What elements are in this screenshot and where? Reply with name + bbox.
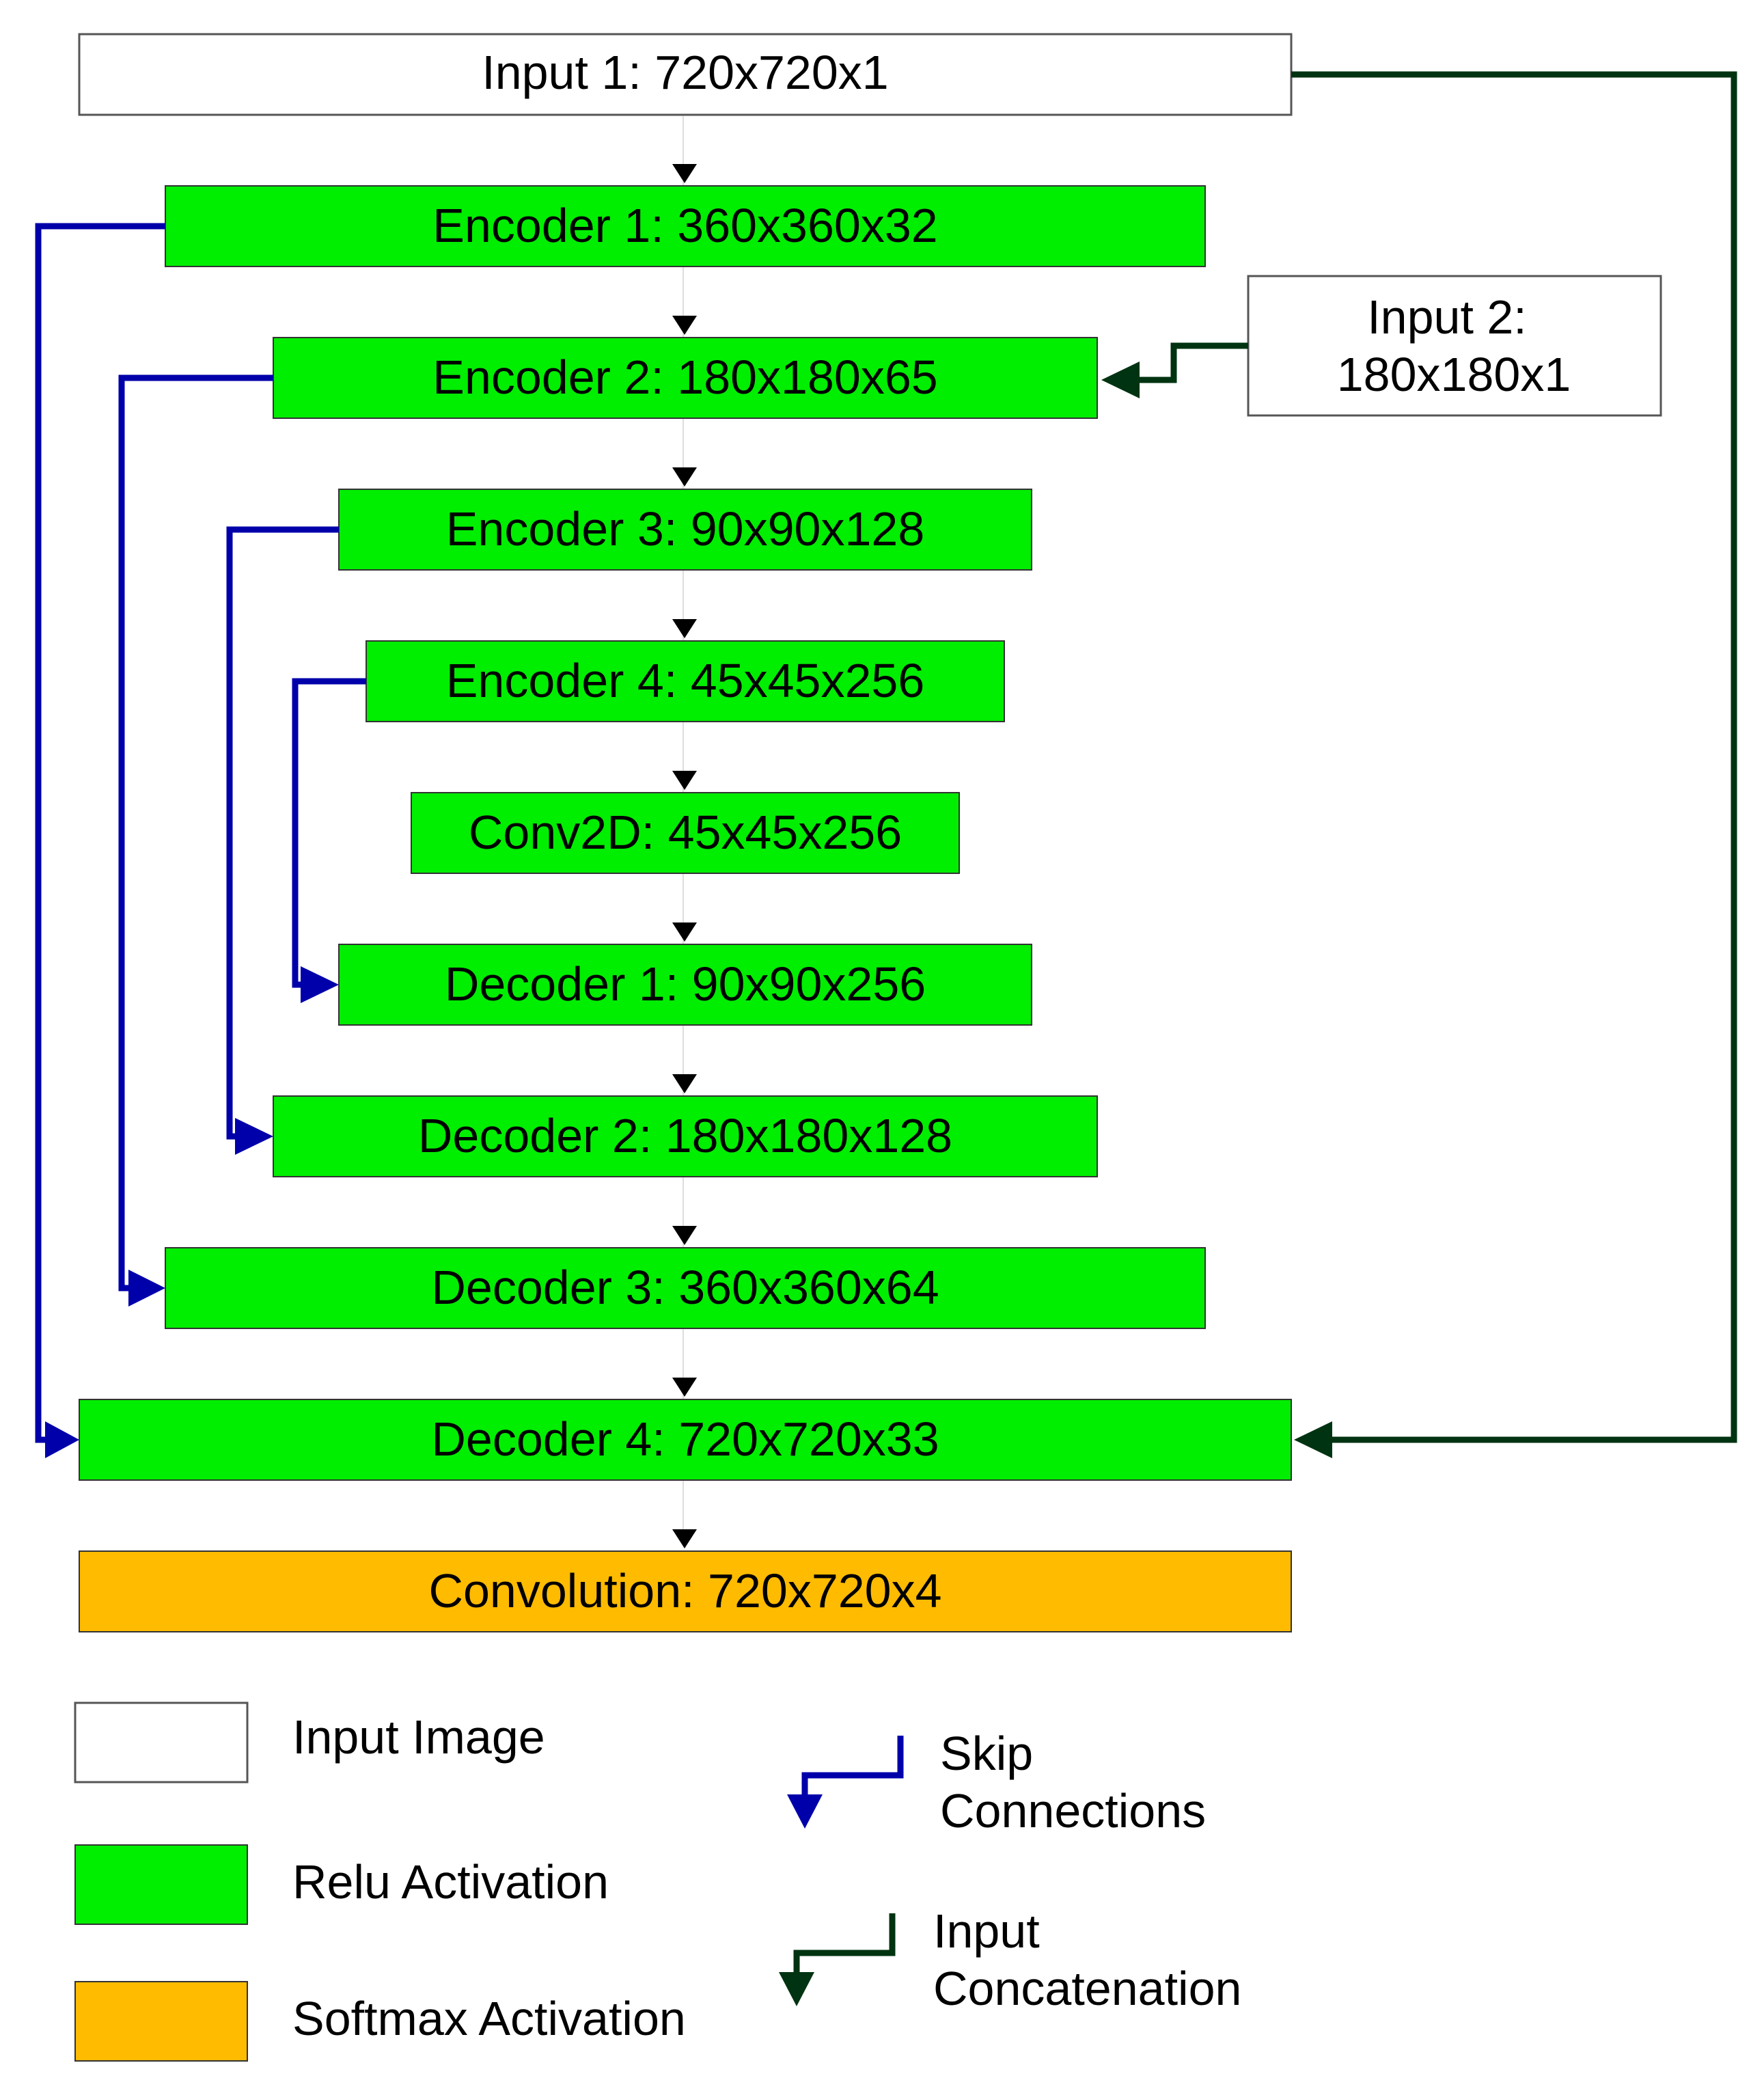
- skip-connection-encoder4-decoder1: [292, 678, 366, 988]
- block-decoder3: Decoder 3: 360x360x64: [165, 1247, 1206, 1329]
- block-encoder2: Encoder 2: 180x180x65: [273, 337, 1098, 419]
- flow-arrow: [672, 316, 697, 335]
- flow-arrow: [672, 467, 697, 487]
- skip-connection-encoder3-decoder2: [226, 526, 339, 1140]
- block-encoder4: Encoder 4: 45x45x256: [366, 640, 1005, 722]
- block-conv2d-label: Conv2D: 45x45x256: [469, 806, 902, 859]
- block-convolution-label: Convolution: 720x720x4: [428, 1564, 941, 1617]
- legend-concat-arrowhead: [779, 1972, 814, 2006]
- flow-arrow: [672, 1529, 697, 1548]
- block-encoder4-box: [366, 640, 1005, 722]
- skip-arrowhead: [235, 1118, 273, 1155]
- flow-arrow: [672, 1226, 697, 1245]
- block-encoder2-label: Encoder 2: 180x180x65: [432, 351, 937, 404]
- legend-swatch-relu: [74, 1844, 248, 1925]
- block-decoder1-label: Decoder 1: 90x90x256: [445, 957, 926, 1011]
- skip-connection-encoder2-decoder3: [118, 374, 273, 1291]
- block-decoder3-label: Decoder 3: 360x360x64: [431, 1261, 939, 1314]
- concat-arrowhead: [1101, 361, 1140, 398]
- concat-connections: [1137, 71, 1737, 1443]
- skip-arrowheads: [45, 966, 339, 1458]
- flow-arrow: [672, 1378, 697, 1397]
- skip-arrowhead: [45, 1421, 79, 1458]
- flow-arrow: [672, 619, 697, 638]
- skip-arrowhead: [128, 1270, 165, 1307]
- legend: Input Image Relu Activation Softmax Acti…: [74, 1701, 1241, 2062]
- flow-arrow: [672, 1074, 697, 1093]
- block-input1-label: Input 1: 720x720x1: [482, 46, 888, 99]
- block-decoder4: Decoder 4: 720x720x33: [79, 1399, 1292, 1481]
- block-decoder1: Decoder 1: 90x90x256: [338, 944, 1032, 1026]
- legend-swatch-softmax: [74, 1981, 248, 2062]
- concat-arrowhead: [1294, 1421, 1332, 1458]
- legend-label-concat-line2: Concatenation: [933, 1962, 1241, 2015]
- block-encoder1: Encoder 1: 360x360x32: [165, 185, 1206, 267]
- block-encoder3-box: [338, 489, 1032, 571]
- legend-skip-icon: [801, 1736, 904, 1801]
- block-encoder3: Encoder 3: 90x90x128: [338, 489, 1032, 571]
- flow-arrow: [672, 164, 697, 183]
- concat-connection-input2-encoder2: [1137, 342, 1248, 383]
- block-convolution-box: [79, 1550, 1292, 1632]
- block-input1: Input 1: 720x720x1: [78, 33, 1293, 116]
- legend-label-relu: Relu Activation: [292, 1855, 609, 1909]
- flow-arrows: [672, 164, 697, 1548]
- block-decoder2-label: Decoder 2: 180x180x128: [418, 1109, 952, 1162]
- legend-concat-icon: [793, 1913, 896, 1979]
- block-conv2d: Conv2D: 45x45x256: [411, 792, 960, 874]
- flow-arrow: [672, 771, 697, 790]
- block-encoder3-label: Encoder 3: 90x90x128: [446, 502, 925, 556]
- block-decoder2-box: [273, 1095, 1098, 1177]
- legend-label-skip-line1: Skip: [940, 1727, 1033, 1780]
- block-conv2d-box: [411, 792, 960, 874]
- concat-arrowheads: [1101, 361, 1332, 1458]
- block-decoder4-box: [79, 1399, 1292, 1481]
- block-input2-label-line1: Input 2:: [1367, 290, 1527, 344]
- legend-label-concat-line1: Input: [933, 1904, 1040, 1958]
- block-input2: Input 2: 180x180x1: [1247, 275, 1662, 417]
- block-encoder1-box: [165, 185, 1206, 267]
- skip-arrowhead: [301, 966, 339, 1003]
- block-decoder2: Decoder 2: 180x180x128: [273, 1095, 1098, 1177]
- legend-label-softmax: Softmax Activation: [292, 1992, 686, 2045]
- block-encoder2-box: [273, 337, 1098, 419]
- block-input2-box: [1247, 275, 1662, 417]
- legend-swatch-input-image: [74, 1701, 249, 1783]
- legend-skip-arrowhead: [787, 1794, 823, 1829]
- block-convolution: Convolution: 720x720x4: [79, 1550, 1292, 1632]
- block-decoder4-label: Decoder 4: 720x720x33: [431, 1412, 939, 1466]
- skip-connection-encoder1-decoder4: [35, 223, 165, 1443]
- legend-label-input-image: Input Image: [292, 1710, 545, 1764]
- block-encoder4-label: Encoder 4: 45x45x256: [446, 654, 925, 707]
- block-encoder1-label: Encoder 1: 360x360x32: [432, 199, 937, 252]
- concat-connection-input1-decoder4: [1291, 71, 1737, 1443]
- block-decoder1-box: [338, 944, 1032, 1026]
- flow-arrow: [672, 922, 697, 942]
- legend-label-skip-line2: Connections: [940, 1784, 1206, 1837]
- block-input2-label-line2: 180x180x1: [1337, 348, 1571, 401]
